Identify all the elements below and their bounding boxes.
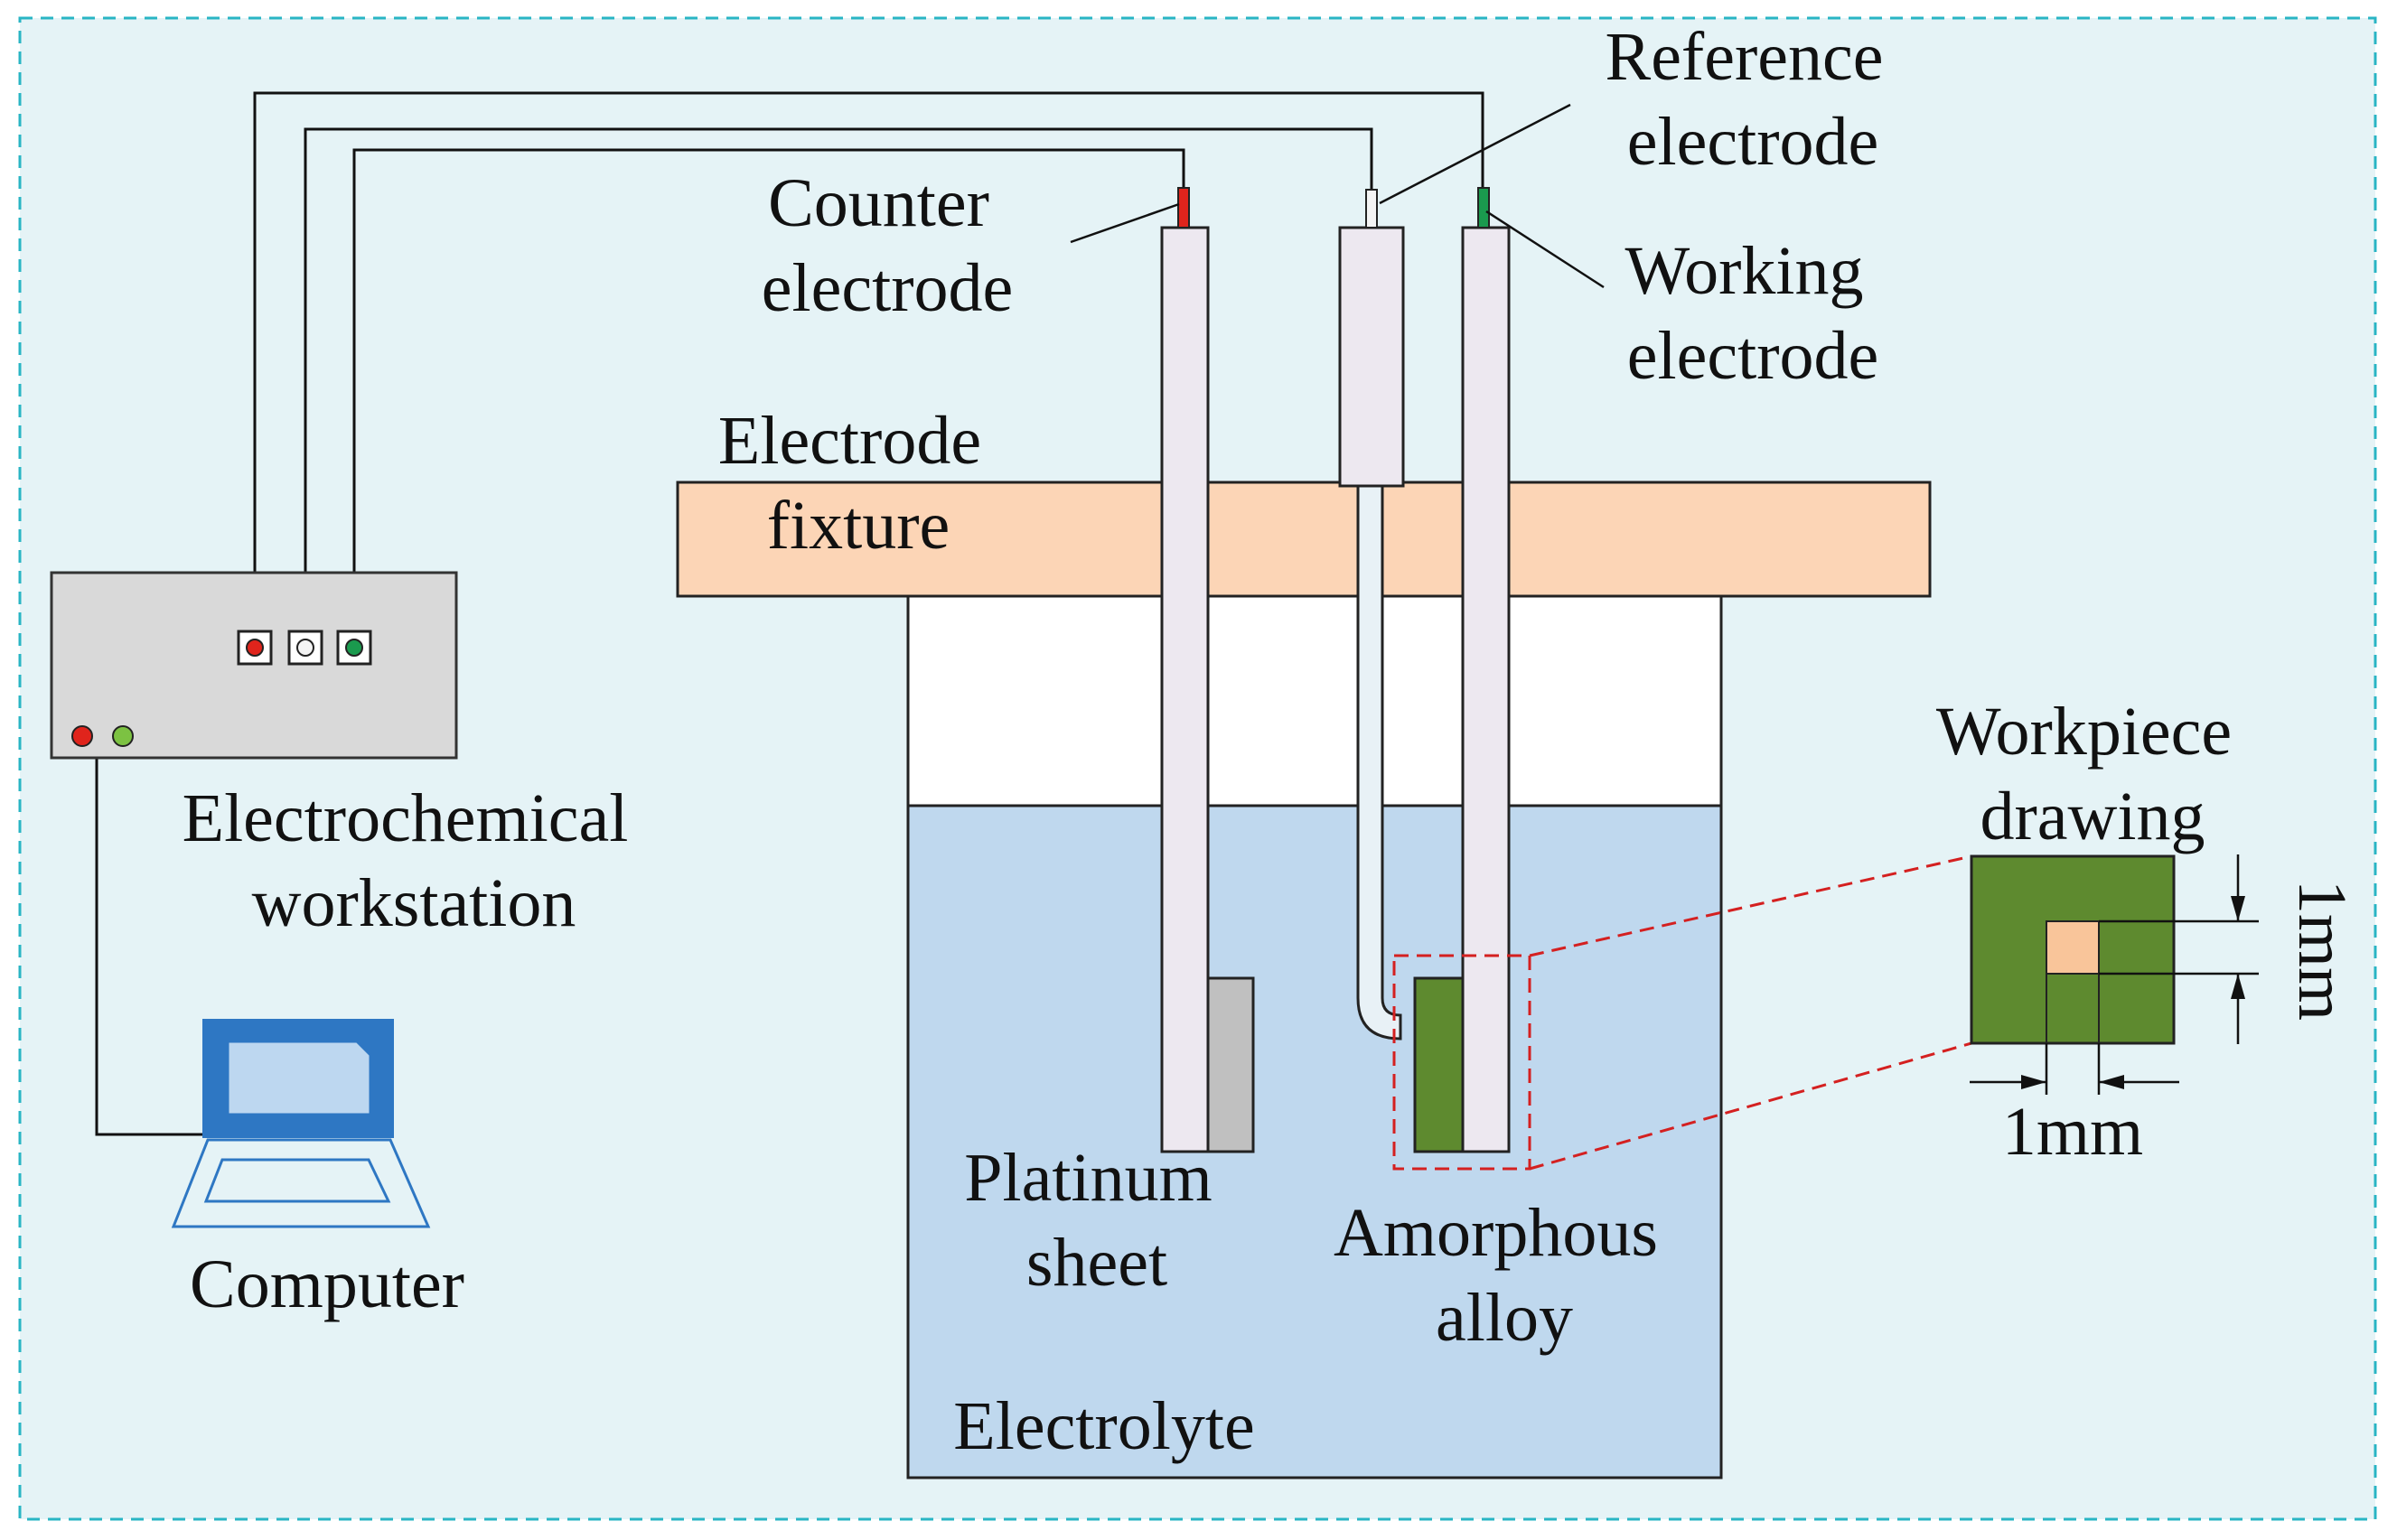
zoom-indicator xyxy=(1392,854,1972,1171)
reference-electrode-lead xyxy=(1365,189,1378,229)
amorphous-alloy-sample xyxy=(1413,976,1465,1153)
label-electrode-fixture: Electrode fixture xyxy=(718,403,998,564)
leader-lines xyxy=(1070,103,1605,289)
label-workpiece-drawing: Workpiece drawing xyxy=(1936,694,2249,854)
label-platinum-sheet: Platinum sheet xyxy=(964,1140,1229,1301)
zoom-line-bottom xyxy=(1529,1041,1972,1171)
leader-working xyxy=(1485,210,1605,289)
zoom-line-top xyxy=(1529,854,1972,957)
dimension-vertical xyxy=(2099,854,2259,1044)
leader-reference xyxy=(1379,103,1571,205)
working-electrode-rod xyxy=(1461,226,1511,1153)
status-led-red xyxy=(71,725,93,747)
label-dimension-vertical: 1mm xyxy=(2284,880,2360,1021)
electrode-fixture xyxy=(676,481,1932,598)
working-electrode-lead xyxy=(1477,187,1490,229)
dimension-horizontal xyxy=(1970,1043,2179,1095)
arrow-right-icon xyxy=(2021,1075,2046,1089)
computer-icon xyxy=(171,1019,431,1228)
workpiece-drawing xyxy=(1970,854,2176,1045)
counter-electrode-rod xyxy=(1160,226,1210,1153)
platinum-sheet xyxy=(1206,976,1255,1153)
leader-counter xyxy=(1070,202,1180,244)
counter-electrode-lead xyxy=(1177,187,1190,229)
port-counter-dot xyxy=(246,639,264,657)
workpiece-window xyxy=(2046,920,2100,975)
wire-working xyxy=(253,91,1484,637)
label-working-electrode: Working electrode xyxy=(1625,233,1880,394)
electrolyte xyxy=(906,804,1723,1479)
label-electrolyte: Electrolyte xyxy=(953,1388,1254,1464)
wire-counter xyxy=(352,148,1185,637)
label-computer: Computer xyxy=(190,1246,464,1322)
connection-wires xyxy=(95,91,1484,1136)
label-dimension-horizontal: 1mm xyxy=(2002,1094,2143,1170)
label-amorphous-alloy: Amorphous alloy xyxy=(1334,1195,1675,1356)
text-labels: Reference electrode Counter electrode Wo… xyxy=(183,19,2360,1464)
working-electrode xyxy=(1413,187,1511,1153)
wire-reference xyxy=(304,127,1373,637)
computer-keyboard xyxy=(203,1158,391,1203)
label-reference-electrode: Reference electrode xyxy=(1606,19,1901,180)
port-working-dot xyxy=(345,639,363,657)
zoom-box xyxy=(1392,954,1531,1171)
counter-electrode xyxy=(1160,187,1255,1153)
computer-keyboard-base xyxy=(171,1138,431,1228)
electrochemical-workstation xyxy=(50,571,458,760)
computer-screen xyxy=(226,1040,372,1116)
label-electrochemical-workstation: Electrochemical workstation xyxy=(183,780,646,941)
arrow-left-icon xyxy=(2099,1075,2124,1089)
wire-computer xyxy=(95,757,210,1136)
reference-electrode xyxy=(1338,189,1405,488)
arrow-down-icon xyxy=(2231,896,2245,921)
port-working xyxy=(336,630,372,666)
reference-capillary xyxy=(1356,484,1402,1041)
status-led-green xyxy=(112,725,134,747)
arrow-up-icon xyxy=(2231,974,2245,999)
label-counter-electrode: Counter electrode xyxy=(762,165,1013,326)
reference-electrode-body xyxy=(1338,226,1405,488)
port-reference-dot xyxy=(296,639,314,657)
